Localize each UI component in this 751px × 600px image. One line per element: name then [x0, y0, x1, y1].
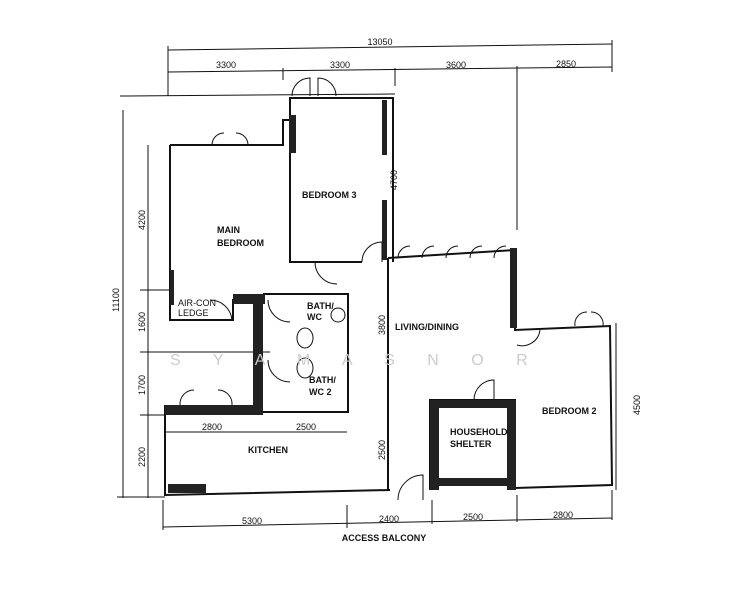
label-bedroom3: BEDROOM 3	[302, 190, 357, 200]
label-main-bedroom-2: BEDROOM	[217, 238, 264, 248]
dim-left-1: 4200	[137, 210, 147, 230]
label-shelter-2: SHELTER	[450, 439, 492, 449]
dim-top-total: 13050	[367, 37, 392, 47]
label-bath1-2: WC	[307, 312, 322, 322]
dimension-lines	[117, 40, 617, 530]
dim-top-2: 3300	[330, 60, 350, 70]
label-aircon-1: AIR-CON	[178, 298, 216, 308]
dim-bottom-1: 5300	[242, 516, 262, 526]
label-bath1-1: BATH/	[307, 301, 334, 311]
dim-bottom-2: 2400	[379, 514, 399, 524]
dim-left-3: 1700	[137, 375, 147, 395]
dim-top-4: 2850	[556, 59, 576, 69]
watermark: S Y A M A S N O R	[170, 352, 542, 369]
dim-bottom-3: 2500	[463, 512, 483, 522]
dim-kitchen-1: 2800	[202, 422, 222, 432]
label-main-bedroom-1: MAIN	[217, 225, 240, 235]
doors	[179, 77, 604, 501]
label-bath2-2: WC 2	[309, 387, 332, 397]
label-shelter-1: HOUSEHOLD	[450, 427, 508, 437]
walls	[164, 97, 614, 497]
label-aircon-2: LEDGE	[178, 308, 209, 318]
solid-walls	[165, 100, 517, 493]
dim-top-3: 3600	[446, 60, 466, 70]
dim-lower: 2500	[377, 440, 387, 460]
dim-left-4: 2200	[137, 447, 147, 467]
label-access-balcony: ACCESS BALCONY	[342, 533, 427, 543]
dim-living: 3800	[377, 315, 387, 335]
dim-left-2: 1600	[137, 312, 147, 332]
dim-bottom-4: 2800	[553, 510, 573, 520]
label-bedroom2: BEDROOM 2	[542, 406, 597, 416]
dim-top-1: 3300	[216, 60, 236, 70]
dim-bedroom3: 4700	[389, 170, 399, 190]
dim-bedroom2: 4500	[632, 395, 642, 415]
label-bath2-1: BATH/	[309, 375, 336, 385]
dim-kitchen-2: 2500	[296, 422, 316, 432]
label-kitchen: KITCHEN	[248, 445, 288, 455]
dim-left-total: 11100	[111, 288, 121, 312]
label-living: LIVING/DINING	[395, 322, 459, 332]
